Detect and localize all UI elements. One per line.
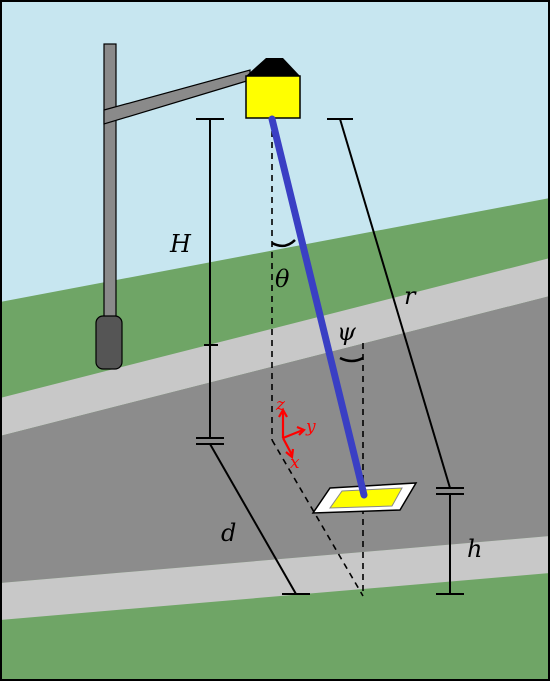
- distance-d-dimension: [209, 443, 310, 595]
- sidewalk-near: [0, 536, 550, 620]
- ground-projection-line: [271, 439, 364, 597]
- label-h: h: [467, 535, 482, 563]
- label-d: d: [221, 519, 236, 547]
- theta-arc: [271, 239, 296, 248]
- coordinate-axes: [278, 407, 306, 460]
- lamp-base: [95, 315, 123, 370]
- axis-label-x: x: [290, 453, 300, 473]
- axis-label-z: z: [275, 395, 286, 415]
- light-ray: [268, 115, 368, 499]
- street-lamp-icon: [95, 43, 301, 370]
- label-theta: θ: [275, 265, 290, 293]
- label-H: H: [169, 230, 192, 258]
- sidewalk-far: [0, 258, 550, 436]
- phone-screen: [329, 487, 403, 509]
- label-psi: ψ: [337, 318, 357, 346]
- psi-arc: [339, 356, 364, 363]
- axis-label-y: y: [305, 417, 316, 437]
- dashed-guides: [271, 120, 364, 597]
- label-r: r: [404, 282, 417, 310]
- road: [0, 296, 550, 583]
- height-h-dimension: [436, 494, 464, 595]
- lamp-cap: [246, 58, 300, 76]
- height-H-dimension: [196, 118, 224, 445]
- lamp-head: [245, 75, 301, 119]
